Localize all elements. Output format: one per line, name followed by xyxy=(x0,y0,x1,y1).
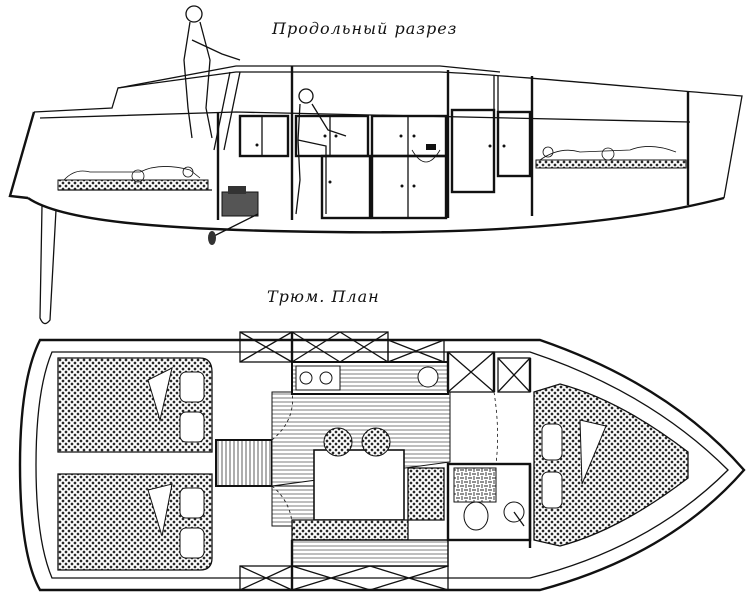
cabin-cabinet-1 xyxy=(294,114,370,158)
aft-berth-cushion-top xyxy=(57,357,213,453)
door-swing xyxy=(271,485,293,541)
door-swing xyxy=(271,391,293,441)
pillow xyxy=(541,423,563,461)
pillow xyxy=(179,371,205,403)
propeller xyxy=(208,231,216,245)
settee-base xyxy=(291,539,449,567)
pillow xyxy=(179,411,205,443)
pillow xyxy=(541,471,563,509)
galley-upper-cabinet xyxy=(238,114,290,158)
cabin-top xyxy=(117,65,501,89)
seated-figure xyxy=(295,88,347,215)
cabin-lower-cabinet-2 xyxy=(370,154,448,220)
wedge xyxy=(147,483,173,537)
hull-bottom xyxy=(27,196,725,234)
plan-hull-outline xyxy=(18,338,746,592)
keel xyxy=(39,205,57,325)
transom xyxy=(8,111,36,200)
cabinet-knobs xyxy=(255,134,506,188)
engine xyxy=(221,191,259,217)
shower-grate xyxy=(453,467,497,503)
companionway-step xyxy=(215,439,273,487)
head-cabinet xyxy=(450,108,496,194)
propeller-shaft xyxy=(213,213,259,237)
forward-berth-cushion xyxy=(533,383,689,547)
sheer-line xyxy=(39,111,691,123)
galley-sink xyxy=(411,149,441,163)
cabin-lower-cabinet-1 xyxy=(320,154,372,220)
wedge xyxy=(147,367,173,422)
forward-berth-cushion xyxy=(535,159,687,169)
wedge xyxy=(579,419,607,485)
standing-figure xyxy=(183,5,241,139)
table-stool xyxy=(361,427,391,457)
aft-berth-cushion-bottom xyxy=(57,473,213,571)
pillow xyxy=(179,487,205,519)
reclining-figure-forward xyxy=(539,146,677,161)
galley-sink-plan xyxy=(417,366,439,388)
pillow xyxy=(179,527,205,559)
forward-cabinet xyxy=(496,110,532,178)
longitudinal-section xyxy=(8,5,743,325)
door-swing xyxy=(493,391,498,465)
companionway-ladder xyxy=(213,71,241,151)
plan-hull-inner xyxy=(35,351,729,579)
aft-berth-cushion xyxy=(57,179,209,191)
table-stool xyxy=(323,427,353,457)
section-view-title: Продольный разрез xyxy=(272,19,458,38)
plan-view-title: Трюм. План xyxy=(267,287,380,306)
reclining-figure-aft xyxy=(63,166,201,181)
saloon-table xyxy=(313,449,405,521)
plan-view xyxy=(18,331,746,592)
toilet xyxy=(463,501,489,531)
deck-line xyxy=(33,71,743,199)
